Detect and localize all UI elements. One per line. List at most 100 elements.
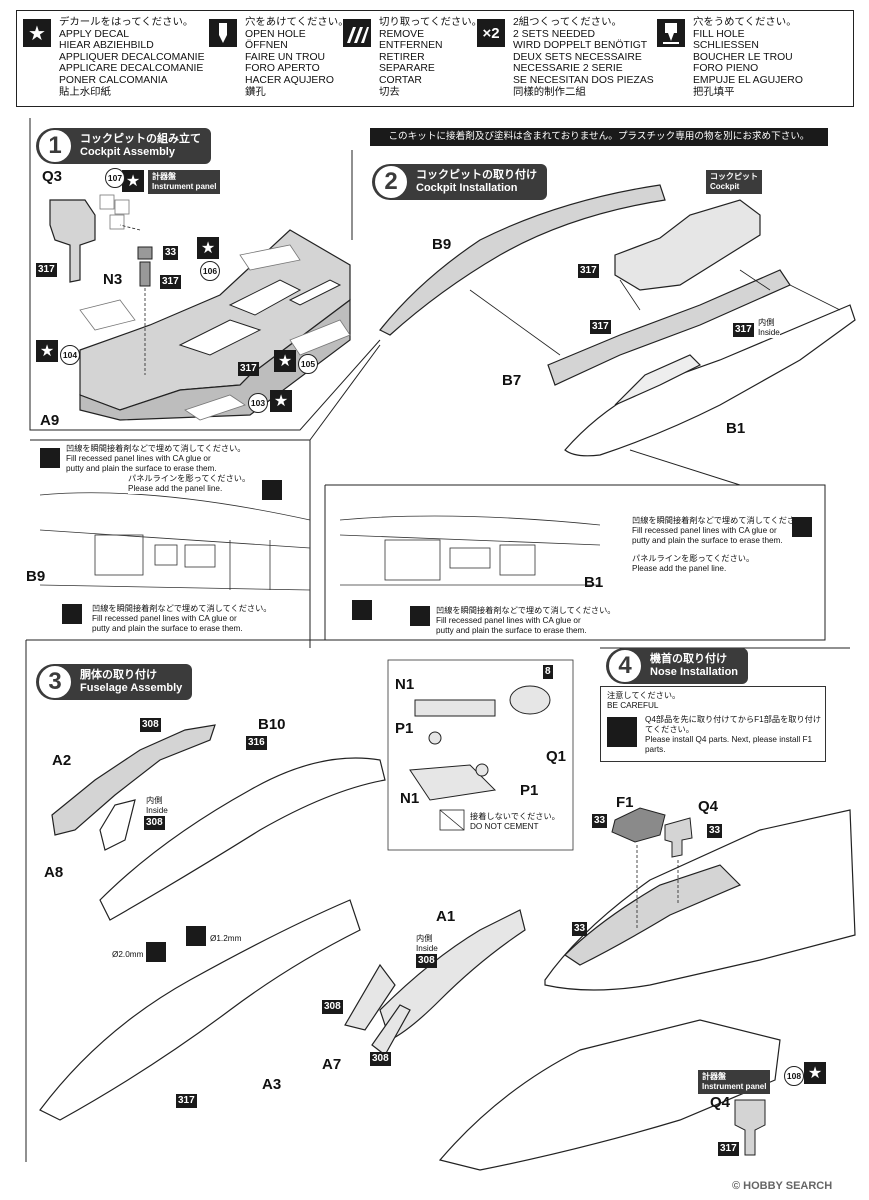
- legend-line: APPLY DECAL: [59, 28, 130, 40]
- fill-note-right: 凹線を瞬間接着剤などで埋めて消してください。 Fill recessed pan…: [632, 516, 812, 546]
- legend-line: 把孔填平: [693, 86, 735, 98]
- inside-en: Inside: [146, 806, 168, 815]
- part-n1: N1: [400, 790, 420, 807]
- code-8: 8: [543, 665, 553, 679]
- note-jp: 凹線を瞬間接着剤などで埋めて消してください。: [436, 606, 616, 615]
- inside-en: Inside: [416, 944, 438, 953]
- legend-line: APPLIQUER DECALCOMANIE: [59, 51, 205, 63]
- step-title-jp: コックピットの取り付け: [416, 169, 537, 181]
- note-jp: パネルラインを彫ってください。: [632, 554, 755, 563]
- fill-note-top-left: 凹線を瞬間接着剤などで埋めて消してください。 Fill recessed pan…: [66, 444, 246, 474]
- decal-104: 104: [60, 345, 80, 365]
- part-q3: Q3: [42, 168, 63, 185]
- part-b9: B9: [26, 568, 46, 585]
- note-en: Please add the panel line.: [128, 484, 223, 493]
- star-icon: ★: [197, 237, 219, 259]
- legend-box: ★ デカールをはってください。 APPLY DECAL HIEAR ABZIEH…: [16, 10, 854, 107]
- part-p1: P1: [520, 782, 539, 799]
- code-317: 317: [578, 264, 599, 278]
- legend-line: CORTAR: [379, 74, 422, 86]
- inside-jp: 内側: [758, 318, 775, 327]
- decal-105: 105: [298, 354, 318, 374]
- part-f1: F1: [616, 794, 634, 811]
- note-jp: 注意してください。: [607, 691, 681, 700]
- part-b9: B9: [432, 236, 452, 253]
- legend-line: 同樣的制作二組: [513, 86, 586, 98]
- panel-line-note-left: パネルラインを彫ってください。 Please add the panel lin…: [128, 474, 251, 494]
- legend-line: ENTFERNEN: [379, 40, 443, 52]
- drill-open-icon: [209, 19, 237, 47]
- step-number: 4: [608, 649, 642, 683]
- part-b1: B1: [584, 574, 604, 591]
- legend-line: FORO PIENO: [693, 63, 759, 75]
- legend-line: SE NECESITAN DOS PIEZAS: [513, 74, 654, 86]
- note-jp: 凹線を瞬間接着剤などで埋めて消してください。: [66, 444, 246, 453]
- legend-line: HACER AQUJERO: [245, 74, 334, 86]
- step-title-en: Cockpit Installation: [416, 182, 518, 194]
- step-number: 1: [38, 129, 72, 163]
- note-en: Fill recessed panel lines with CA glue o…: [66, 454, 211, 463]
- part-b7: B7: [502, 372, 522, 389]
- note-line: Please install Q4 parts. Next, please in…: [645, 735, 813, 744]
- part-a3: A3: [262, 1076, 282, 1093]
- star-icon: ★: [36, 340, 58, 362]
- careful-box: 注意してください。 BE CAREFUL Q4部品を先に取り付けてからF1部品を…: [600, 686, 826, 762]
- note-en: putty and plain the surface to erase the…: [632, 536, 783, 545]
- legend-line: 切去: [379, 86, 400, 98]
- decal-107: 107: [105, 168, 125, 188]
- part-n1: N1: [395, 676, 415, 693]
- note-jp: 凹線を瞬間接着剤などで埋めて消してください。: [92, 604, 272, 613]
- note-en: Fill recessed panel lines with CA glue o…: [632, 526, 777, 535]
- legend-line: BOUCHER LE TROU: [693, 51, 793, 63]
- notice-bar: このキットに接着剤及び塗料は含まれておりません。プラスチック専用の物を別にお求め…: [370, 128, 828, 146]
- part-a2: A2: [52, 752, 72, 769]
- note-en: putty and plain the surface to erase the…: [92, 624, 243, 633]
- note-en: Please add the panel line.: [632, 564, 727, 573]
- note-en: Fill recessed panel lines with CA glue o…: [92, 614, 237, 623]
- drill-open-icon: [146, 942, 166, 962]
- fill-hole-icon: [410, 606, 430, 626]
- code-33: 33: [592, 814, 608, 828]
- star-icon: ★: [270, 390, 292, 412]
- step-title-en: Fuselage Assembly: [80, 682, 183, 694]
- legend-line: EMPUJE EL AGUJERO: [693, 74, 803, 86]
- part-a1: A1: [436, 908, 456, 925]
- tag-en: Instrument panel: [702, 1082, 767, 1091]
- note-en: BE CAREFUL: [607, 701, 659, 710]
- star-icon: ★: [274, 350, 296, 372]
- step-title-jp: コックピットの組み立て: [80, 133, 201, 145]
- code-308: 308: [416, 954, 437, 968]
- inside-jp: 内側: [416, 934, 433, 943]
- legend-line: 切り取ってください。: [379, 17, 483, 28]
- legend-line: FAIRE UN TROU: [245, 51, 326, 63]
- caution-icon: [607, 717, 637, 747]
- part-n3: N3: [103, 271, 123, 288]
- code-317: 317: [590, 320, 611, 334]
- code-33: 33: [163, 246, 179, 260]
- legend-line: 貼上水印紙: [59, 86, 111, 98]
- part-q1: Q1: [546, 748, 567, 765]
- legend-line: HIEAR ABZIEHBILD: [59, 40, 154, 52]
- code-317: 317: [733, 323, 754, 337]
- part-b10: B10: [258, 716, 286, 733]
- legend-line: デカールをはってください。: [59, 17, 194, 28]
- note-line: parts.: [645, 745, 666, 754]
- part-a9: A9: [40, 412, 60, 429]
- legend-line: FILL HOLE: [693, 28, 745, 40]
- legend-line: APPLICARE DECALCOMANIE: [59, 63, 204, 75]
- decal-103: 103: [248, 393, 268, 413]
- fill-hole-icon: [792, 517, 812, 537]
- fill-note-bottom-right: 凹線を瞬間接着剤などで埋めて消してください。 Fill recessed pan…: [436, 606, 616, 636]
- hole-size-12: Ø1.2mm: [210, 934, 242, 944]
- fill-hole-icon: [657, 19, 685, 47]
- code-317: 317: [160, 275, 181, 289]
- legend-line: FORO APERTO: [245, 63, 320, 75]
- fill-note-bottom-left: 凹線を瞬間接着剤などで埋めて消してください。 Fill recessed pan…: [92, 604, 272, 634]
- code-317: 317: [176, 1094, 197, 1108]
- legend-line: REMOVE: [379, 28, 425, 40]
- note-en: putty and plain the surface to erase the…: [66, 464, 217, 473]
- part-b1: B1: [726, 420, 746, 437]
